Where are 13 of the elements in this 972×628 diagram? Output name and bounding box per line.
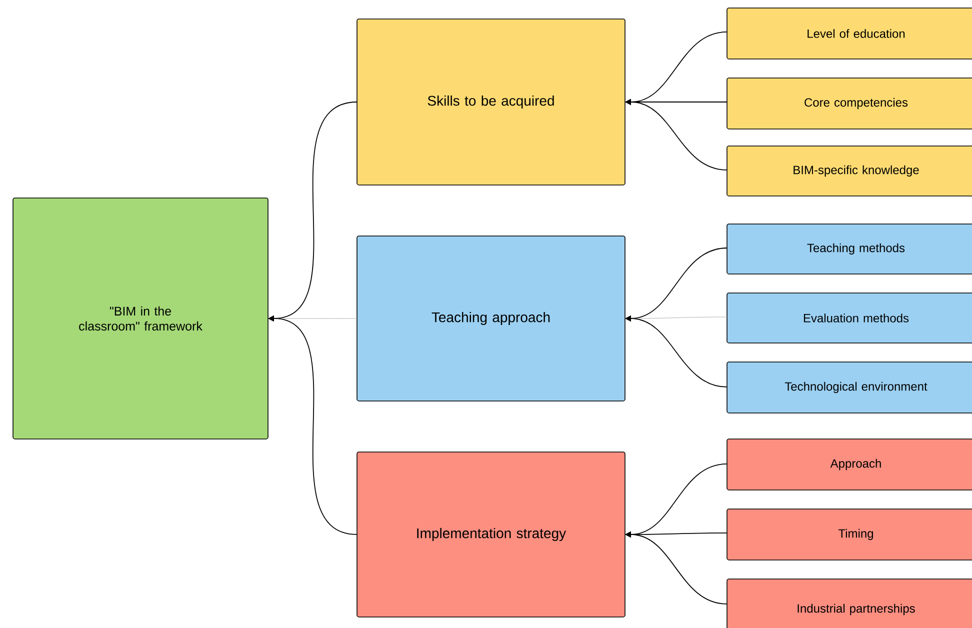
item-box: Technological environment — [726, 362, 972, 414]
item-box: Approach — [726, 438, 972, 490]
category-box: Implementation strategy — [356, 452, 626, 618]
item-box: Evaluation methods — [726, 292, 972, 344]
item-box: Teaching methods — [726, 224, 972, 274]
framework-box: "BIM in the classroom" framework — [12, 198, 268, 440]
item-box: BIM-specific knowledge — [726, 146, 972, 196]
item-box: Industrial partnerships — [726, 578, 972, 628]
item-box: Timing — [726, 508, 972, 560]
item-box: Core competencies — [726, 78, 972, 130]
category-box: Teaching approach — [356, 236, 626, 402]
category-box: Skills to be acquired — [356, 18, 626, 186]
item-box: Level of education — [726, 8, 972, 60]
